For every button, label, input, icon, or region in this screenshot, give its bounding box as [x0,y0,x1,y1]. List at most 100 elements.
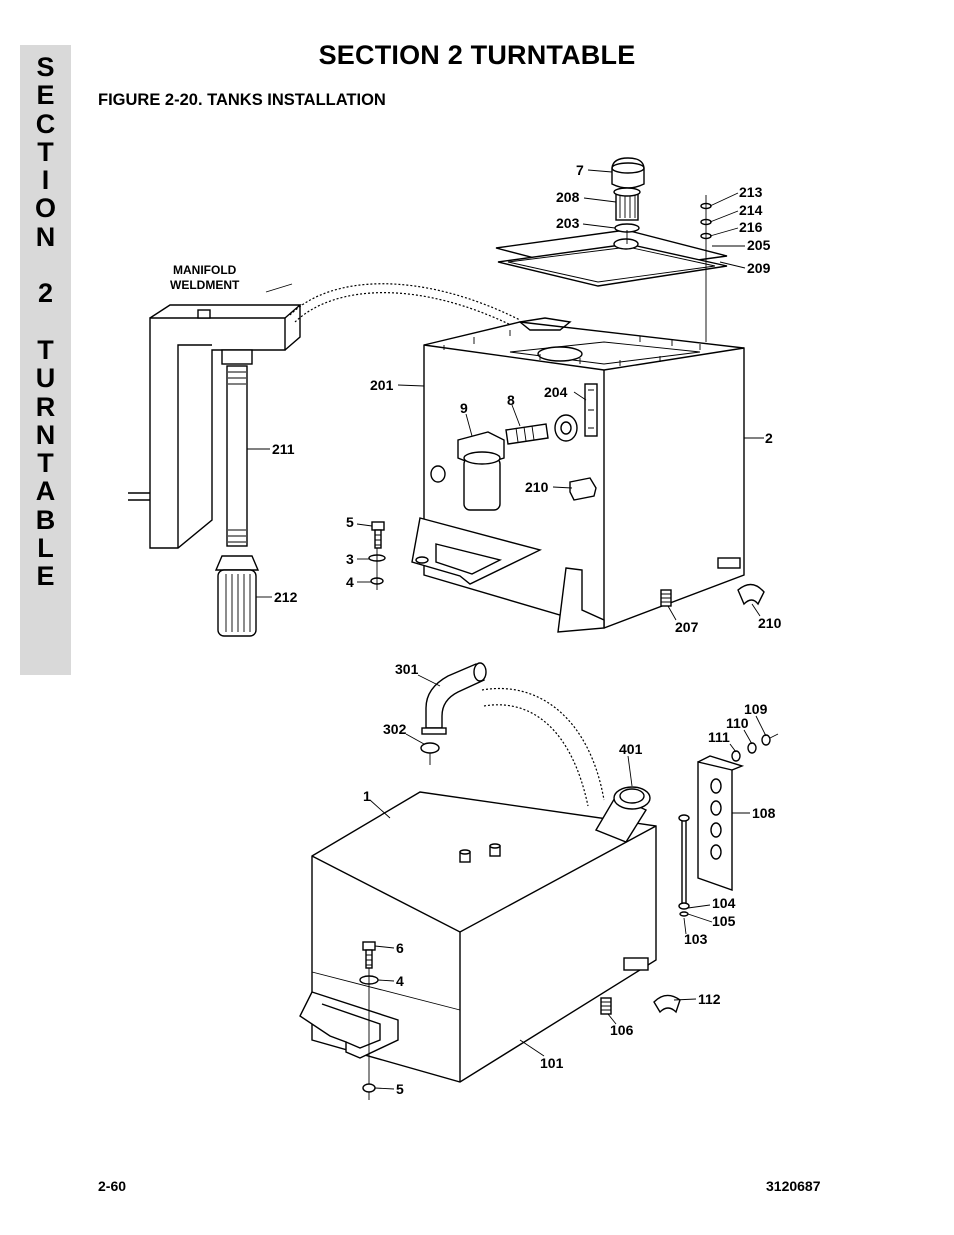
fuel-tank-foot [623,957,649,971]
section-tab-letter: R [35,391,56,422]
callout-106: 106 [610,1022,634,1038]
filter-9 [457,431,505,511]
callout-112: 112 [698,991,721,1007]
callout-201: 201 [370,377,394,393]
callout-214: 214 [739,202,763,218]
section-tab-letter: T [37,334,54,365]
callout-110: 110 [726,715,749,731]
callout-302: 302 [383,721,407,737]
strainer-212 [214,555,260,637]
callout-212: 212 [274,589,298,605]
strap-rod [678,814,690,917]
callout-208: 208 [556,189,580,205]
clip-210-wall [569,477,597,501]
callout-5-lower: 5 [396,1081,404,1097]
bracket-108 [697,755,745,891]
breather-filter [613,187,641,221]
bolt-5-upper [371,521,385,549]
callout-101: 101 [540,1055,564,1071]
figure-title: FIGURE 2-20. TANKS INSTALLATION [98,91,386,109]
suction-port [554,414,578,442]
callout-104: 104 [712,895,736,911]
callout-4-lower: 4 [396,973,404,989]
callout-105: 105 [712,913,736,929]
section-tab-letter: A [35,476,56,507]
manifold-weldment [128,304,302,549]
pipe-211 [226,365,248,547]
clamp-210 [717,557,765,606]
callout-111: 111 [708,729,730,745]
manifold-label-line1: MANIFOLD [173,263,237,277]
filler-neck-401 [594,786,651,843]
callout-4-upper: 4 [346,574,354,590]
section-tab-letter: I [41,165,50,196]
callout-210-wall: 210 [525,479,549,495]
plug-106 [600,997,612,1015]
section-tab-letter: C [35,108,56,139]
callout-211: 211 [272,441,295,457]
drain-plug-207 [660,589,672,607]
fuel-tank-mount [299,991,399,1059]
section-tab-letter: T [37,136,54,167]
callout-8: 8 [507,392,515,408]
tank-top-fittings [459,843,501,863]
return-hose [289,283,521,321]
tank-mount-left [411,517,542,585]
clamp-112 [653,994,681,1014]
section-tab-letter: N [35,221,56,252]
callout-301: 301 [395,661,419,677]
section-tab-letter: O [34,193,56,224]
callout-401: 401 [619,741,643,757]
callout-3: 3 [346,551,354,567]
callout-205: 205 [747,237,771,253]
callout-7: 7 [576,162,584,178]
callout-210-clamp: 210 [758,615,782,631]
callout-103: 103 [684,931,708,947]
section-tab-letter: E [36,561,55,592]
section-tab-letter: T [37,448,54,479]
callout-204: 204 [544,384,568,400]
section-tab-letter: S [36,52,55,82]
section-tab-letter: N [35,419,56,450]
callout-209: 209 [747,260,771,276]
callout-109: 109 [744,701,768,717]
section-tab-letter: L [37,533,54,564]
o-ring-302 [420,742,440,754]
page-title: SECTION 2 TURNTABLE [318,40,636,70]
callout-5-upper: 5 [346,514,354,530]
tank-mount-right [557,567,605,633]
callout-207: 207 [675,619,699,635]
fuel-tank [311,791,657,1083]
section-tab-letter: 2 [37,278,54,309]
callout-216: 216 [739,219,763,235]
callout-2: 2 [765,430,773,446]
leader-lines [247,169,767,1090]
breather-cap [611,157,645,189]
elbow-301 [421,662,487,735]
section-tab-letter: E [36,80,55,111]
callout-213: 213 [739,184,763,200]
fuel-hose [481,688,605,801]
return-hose-edge [294,292,516,328]
section-tab-letter: B [35,504,56,535]
callout-9: 9 [460,400,468,416]
callout-1: 1 [363,788,371,804]
tank-boss [430,465,446,483]
fuel-hose-edge [483,704,589,807]
tank-cover-plate [495,229,728,287]
hardware-109-111 [731,733,779,762]
manifold-label-line2: WELDMENT [170,278,240,292]
section-tab-letter: U [35,363,56,394]
cover-bolt-stack [700,195,712,342]
page-number: 2-60 [98,1178,127,1194]
sight-gauge-204 [584,383,598,437]
callout-203: 203 [556,215,580,231]
nut-5-lower [362,1083,376,1093]
callout-108: 108 [752,805,776,821]
document-number: 3120687 [766,1178,821,1194]
callout-6: 6 [396,940,404,956]
fitting-8 [505,423,549,445]
